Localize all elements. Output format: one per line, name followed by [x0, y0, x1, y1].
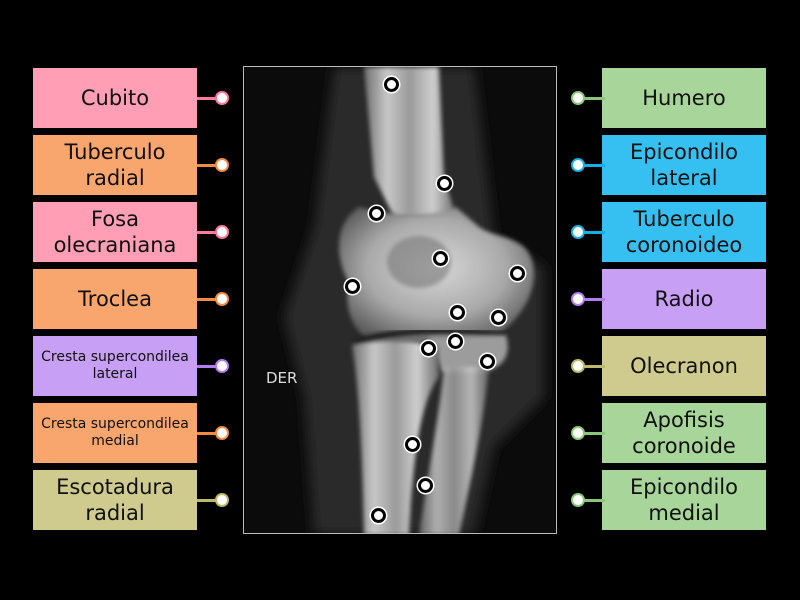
label-text: Apofisis coronoide	[632, 408, 736, 458]
label-text: Escotadura radial	[56, 475, 174, 525]
label-text: Cresta supercondilea lateral	[41, 349, 189, 382]
label-tuberculo-coronoideo[interactable]: Tuberculo coronoideo	[602, 202, 766, 262]
label-epicondilo-medial[interactable]: Epicondilo medial	[602, 470, 766, 530]
connector-pin-icon[interactable]	[215, 493, 229, 507]
connector-line	[583, 298, 605, 301]
label-text: Troclea	[78, 287, 152, 311]
connector-line	[583, 231, 605, 234]
hotspot-12[interactable]	[405, 437, 420, 452]
connector-pin-icon[interactable]	[215, 359, 229, 373]
elbow-xray-drawing	[244, 67, 556, 533]
hotspot-5[interactable]	[510, 266, 525, 281]
connector-pin-icon[interactable]	[571, 292, 585, 306]
connector-pin-icon[interactable]	[215, 292, 229, 306]
label-apofisis-coronoide[interactable]: Apofisis coronoide	[602, 403, 766, 463]
connector-line	[197, 97, 219, 100]
xray-image: DER	[243, 66, 557, 534]
label-text: Tuberculo coronoideo	[625, 207, 743, 257]
connector-line	[197, 499, 219, 502]
label-text: Cresta supercondilea medial	[41, 416, 189, 449]
connector-line	[583, 432, 605, 435]
connector-pin-icon[interactable]	[571, 225, 585, 239]
label-text: Olecranon	[630, 354, 738, 378]
connector-line	[583, 97, 605, 100]
label-text: Humero	[642, 86, 726, 110]
label-text: Fosa olecraniana	[53, 207, 177, 257]
hotspot-6[interactable]	[345, 279, 360, 294]
label-olecranon[interactable]: Olecranon	[602, 336, 766, 396]
connector-line	[197, 365, 219, 368]
connector-line	[197, 164, 219, 167]
hotspot-1[interactable]	[384, 77, 399, 92]
hotspot-8[interactable]	[491, 310, 506, 325]
connector-pin-icon[interactable]	[215, 426, 229, 440]
label-fosa-olecraniana[interactable]: Fosa olecraniana	[33, 202, 197, 262]
label-escotadura-radial[interactable]: Escotadura radial	[33, 470, 197, 530]
label-humero[interactable]: Humero	[602, 68, 766, 128]
label-radio[interactable]: Radio	[602, 269, 766, 329]
hotspot-11[interactable]	[480, 354, 495, 369]
hotspot-4[interactable]	[433, 251, 448, 266]
label-cubito[interactable]: Cubito	[33, 68, 197, 128]
label-tuberculo-radial[interactable]: Tuberculo radial	[33, 135, 197, 195]
hotspot-10[interactable]	[421, 341, 436, 356]
hotspot-3[interactable]	[369, 206, 384, 221]
label-cresta-supercondilea-lateral[interactable]: Cresta supercondilea lateral	[33, 336, 197, 396]
connector-line	[197, 432, 219, 435]
hotspot-7[interactable]	[450, 305, 465, 320]
connector-line	[583, 499, 605, 502]
connector-line	[197, 298, 219, 301]
connector-line	[583, 365, 605, 368]
side-marker: DER	[266, 369, 298, 387]
connector-pin-icon[interactable]	[215, 91, 229, 105]
hotspot-14[interactable]	[371, 508, 386, 523]
hotspot-13[interactable]	[418, 478, 433, 493]
connector-line	[197, 231, 219, 234]
hotspot-2[interactable]	[437, 176, 452, 191]
connector-pin-icon[interactable]	[571, 426, 585, 440]
connector-line	[583, 164, 605, 167]
label-troclea[interactable]: Troclea	[33, 269, 197, 329]
connector-pin-icon[interactable]	[571, 158, 585, 172]
connector-pin-icon[interactable]	[215, 158, 229, 172]
connector-pin-icon[interactable]	[571, 493, 585, 507]
connector-pin-icon[interactable]	[571, 91, 585, 105]
label-text: Tuberculo radial	[64, 140, 166, 190]
hotspot-9[interactable]	[448, 334, 463, 349]
label-text: Epicondilo medial	[630, 475, 738, 525]
label-epicondilo-lateral[interactable]: Epicondilo lateral	[602, 135, 766, 195]
label-text: Epicondilo lateral	[630, 140, 738, 190]
connector-pin-icon[interactable]	[215, 225, 229, 239]
label-cresta-supercondilea-medial[interactable]: Cresta supercondilea medial	[33, 403, 197, 463]
label-text: Radio	[654, 287, 714, 311]
connector-pin-icon[interactable]	[571, 359, 585, 373]
label-text: Cubito	[80, 86, 150, 110]
